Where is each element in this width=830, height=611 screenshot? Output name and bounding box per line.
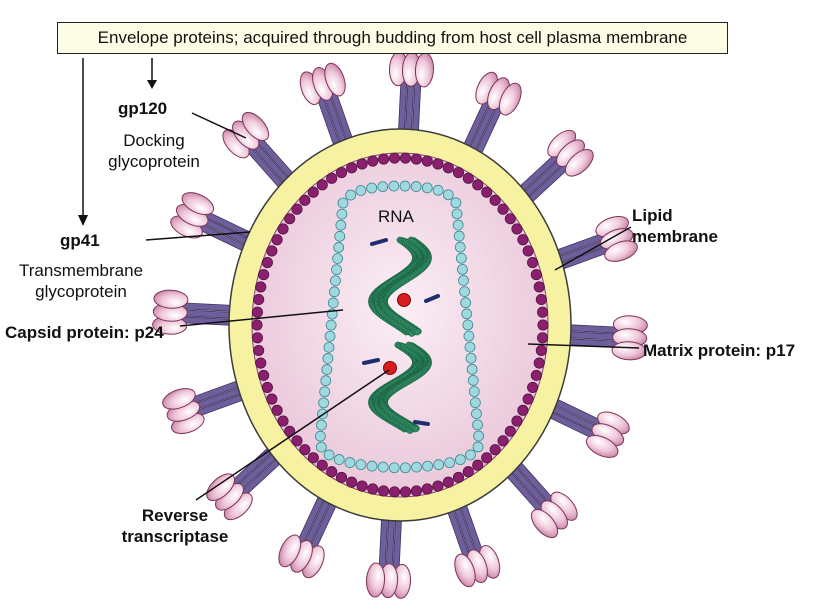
- lipid-membrane-label: Lipid membrane: [632, 206, 718, 246]
- rna-strands: [362, 236, 440, 434]
- reverse-transcriptase-label: Reverse transcriptase: [121, 506, 229, 546]
- envelope-spike: [564, 315, 648, 361]
- capsid-protein-label: Capsid protein: p24: [5, 323, 164, 342]
- envelope-spike: [278, 492, 339, 579]
- envelope-spikes: [152, 51, 648, 599]
- envelope-spike: [365, 514, 412, 599]
- envelope-spike: [545, 397, 630, 458]
- gp120-description: Docking glycoprotein: [108, 131, 200, 171]
- envelope-spike: [552, 215, 638, 271]
- matrix-protein-ring: [251, 152, 549, 498]
- reverse-transcriptase-enzyme: [397, 293, 411, 307]
- envelope-spike: [503, 459, 578, 539]
- envelope-spike: [162, 379, 248, 435]
- gp41-title: gp41: [60, 231, 100, 250]
- gp41-description: Transmembrane glycoprotein: [18, 261, 144, 301]
- envelope-spike: [461, 71, 522, 158]
- envelope-proteins-banner: Envelope proteins; acquired through budd…: [57, 22, 728, 54]
- envelope-spike: [515, 129, 594, 205]
- capsid-protein-shell: [314, 180, 485, 474]
- envelope-spike: [152, 289, 236, 335]
- envelope-spike: [445, 501, 501, 588]
- pointer-lines: [78, 58, 640, 501]
- envelope-spike: [388, 51, 435, 136]
- matrix-protein-label: Matrix protein: p17: [643, 341, 796, 360]
- gp120-title: gp120: [118, 99, 168, 118]
- rna-label: RNA: [378, 207, 414, 226]
- envelope-spike: [222, 111, 297, 191]
- envelope-spike: [206, 445, 285, 521]
